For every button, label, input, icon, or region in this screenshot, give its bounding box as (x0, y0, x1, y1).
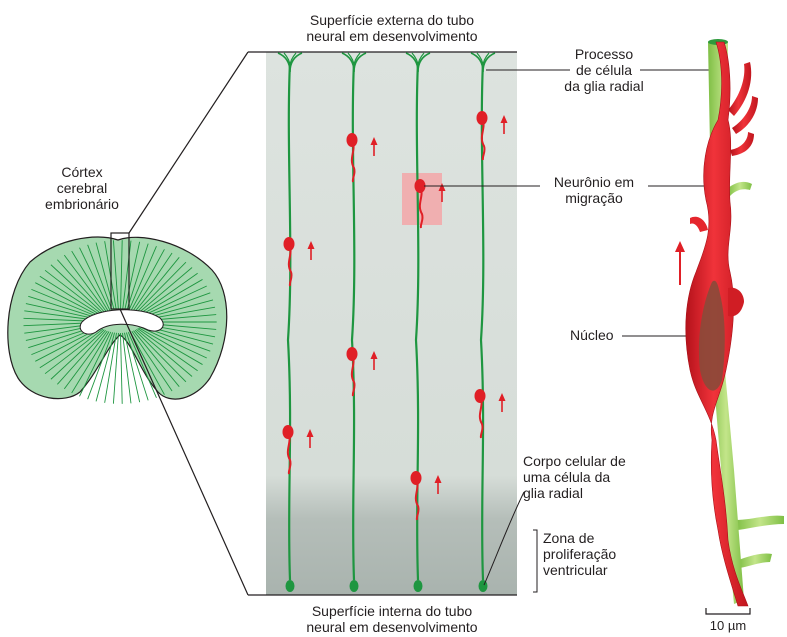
bottom-surface-label: Superfície interna do tubo neural em des… (258, 603, 526, 635)
nucleus-label: Núcleo (570, 327, 630, 343)
glial-cell-body (350, 580, 359, 592)
glial-process-label: Processo de célula da glia radial (558, 46, 650, 94)
glial-cell-body (286, 580, 295, 592)
cortex-label: Córtex cerebral embrionário (22, 164, 142, 212)
neural-tube-panel (266, 52, 517, 595)
scale-bar-label: 10 µm (698, 618, 758, 634)
proliferation-zone-label: Zona de proliferação ventricular (543, 530, 653, 578)
cortex-section (8, 233, 227, 404)
glial-cell-body-label: Corpo celular de uma célula da glia radi… (523, 453, 653, 501)
zone-bracket (533, 530, 537, 592)
migrating-neuron-label: Neurônio em migração (540, 174, 648, 206)
scale-bar (706, 608, 750, 614)
glia-neuron-3d (675, 39, 784, 614)
glial-cell-body (414, 580, 423, 592)
top-surface-label: Superfície externa do tubo neural em des… (258, 12, 526, 44)
zoom-line-top (129, 52, 248, 233)
glial-cell-body (479, 580, 488, 592)
radial-glia-fiber (288, 62, 290, 580)
